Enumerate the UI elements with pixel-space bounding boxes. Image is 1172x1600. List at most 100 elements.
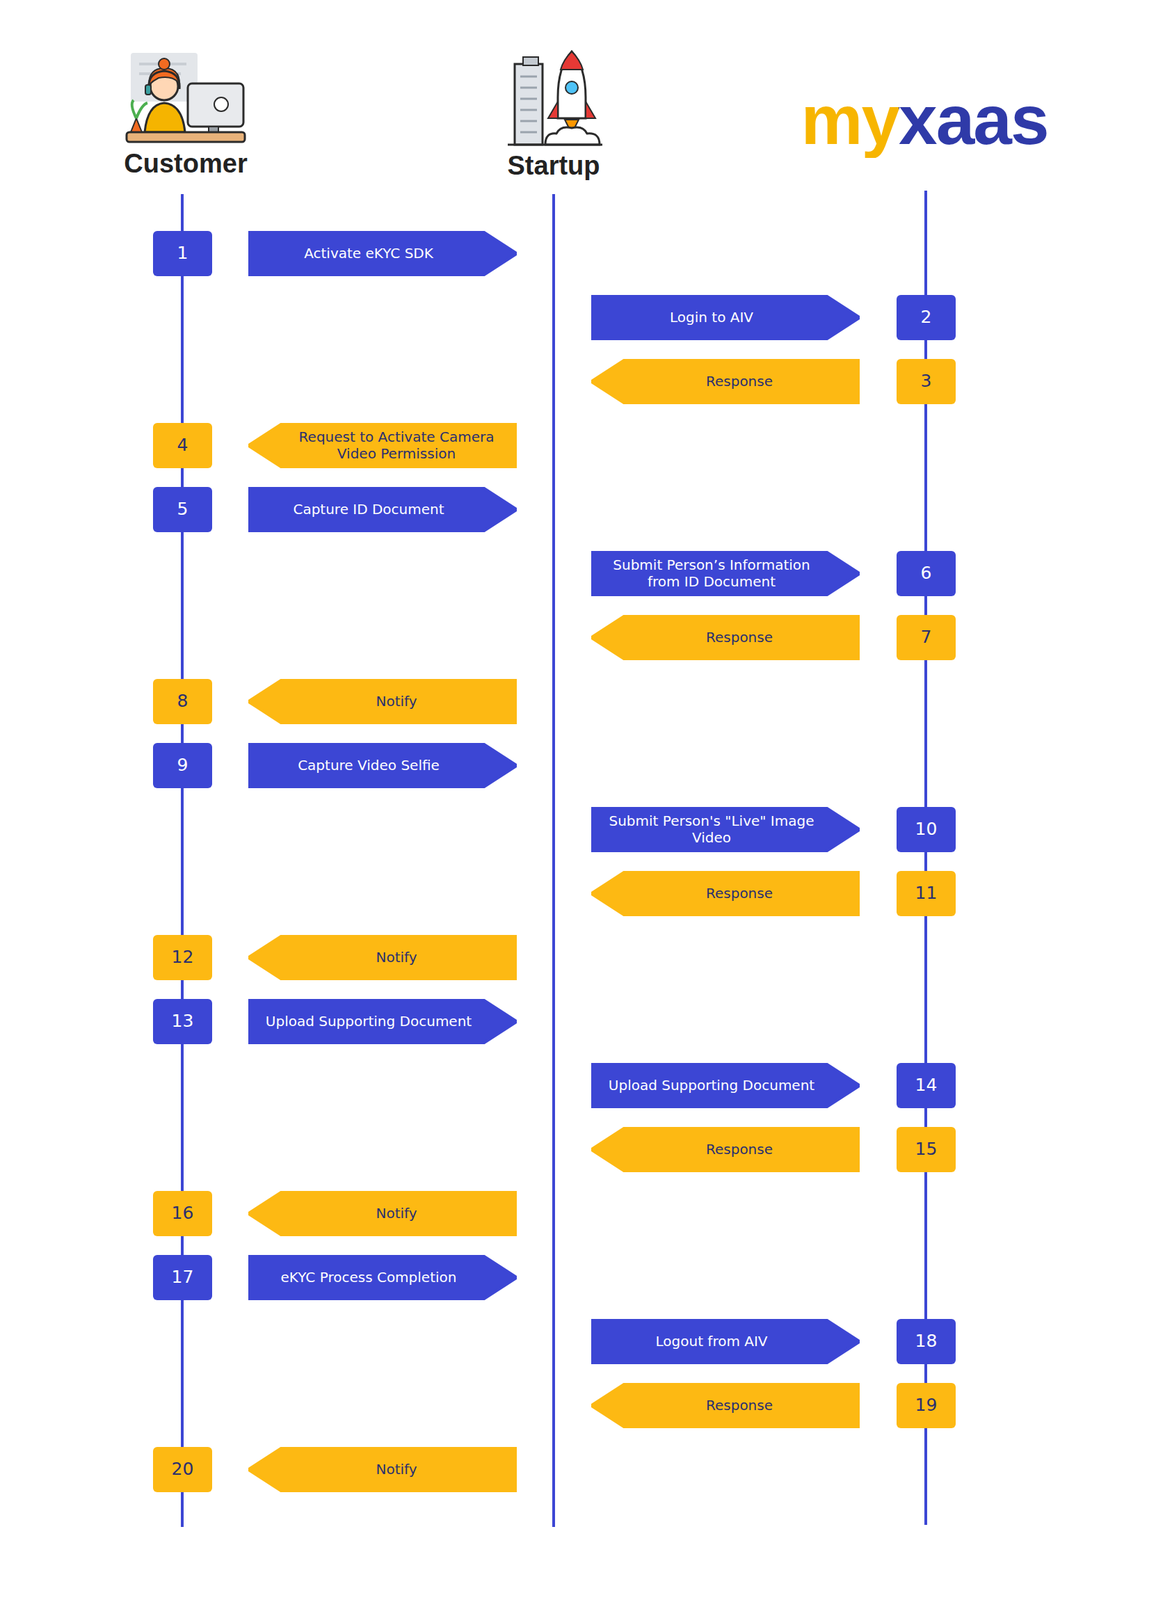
startup-icon: [507, 51, 603, 145]
message-text: Submit Person's "Live" Image Video: [602, 812, 821, 846]
arrow-outline: [248, 934, 517, 981]
step-number: 9: [153, 742, 213, 789]
arrow-outline: [248, 1190, 517, 1236]
step-number: 19: [896, 1382, 956, 1428]
step-number: 5: [153, 486, 213, 533]
step-number-text: 15: [896, 1138, 956, 1160]
participant-name: Customer: [123, 149, 247, 179]
message-text: Request to Activate Camera Video Permiss…: [287, 428, 506, 462]
participant-name: Startup: [507, 151, 601, 181]
step-number: 16: [153, 1190, 213, 1236]
step-number: 15: [896, 1126, 956, 1172]
lifeline: [552, 194, 556, 1527]
message-text: Notify: [287, 692, 506, 710]
step-number-text: 7: [896, 626, 956, 648]
message-text: Response: [630, 1140, 849, 1158]
step-number: 18: [896, 1318, 956, 1364]
step-number-text: 6: [896, 562, 956, 584]
step-number-text: 18: [896, 1330, 956, 1352]
message-arrow: Capture ID Document: [248, 486, 517, 533]
message-arrow: Submit Person’s Information from ID Docu…: [591, 550, 860, 597]
step-number-text: 3: [896, 370, 956, 392]
message-arrow: Notify: [248, 934, 517, 981]
step-number-text: 1: [153, 242, 213, 264]
arrow-outline: [591, 1062, 860, 1109]
message-arrow: Upload Supporting Document: [591, 1062, 860, 1109]
message-text: Notify: [287, 948, 506, 966]
arrow-outline: [248, 1446, 517, 1492]
message-arrow: Activate eKYC SDK: [248, 230, 517, 277]
step-number-text: 10: [896, 818, 956, 840]
message-text: Capture ID Document: [259, 500, 478, 518]
customer-icon: [126, 52, 245, 142]
step-number: 7: [896, 614, 956, 661]
step-number: 10: [896, 806, 956, 853]
arrow-outline: [591, 358, 860, 405]
step-number: 20: [153, 1446, 213, 1492]
step-number-text: 19: [896, 1394, 956, 1416]
arrow-outline: [591, 614, 860, 661]
message-arrow: Response: [591, 1126, 860, 1172]
arrow-outline: [591, 550, 860, 597]
arrow-outline: [591, 870, 860, 917]
arrow-outline: [591, 1382, 860, 1428]
step-number: 17: [153, 1254, 213, 1300]
logo-text: myxaas: [801, 81, 1049, 158]
arrow-outline: [591, 294, 860, 341]
message-text: Capture Video Selfie: [259, 756, 478, 774]
message-text: Notify: [287, 1460, 506, 1478]
message-text: Notify: [287, 1204, 506, 1222]
message-text: Response: [630, 1396, 849, 1414]
step-number: 1: [153, 230, 213, 277]
message-arrow: Notify: [248, 678, 517, 725]
step-number-text: 8: [153, 690, 213, 712]
step-number: 14: [896, 1062, 956, 1109]
message-arrow: Upload Supporting Document: [248, 998, 517, 1045]
message-text: Response: [630, 884, 849, 902]
step-number-text: 5: [153, 498, 213, 520]
arrow-outline: [591, 1126, 860, 1172]
step-number-text: 13: [153, 1010, 213, 1032]
arrow-outline: [248, 486, 517, 533]
step-number: 3: [896, 358, 956, 405]
message-arrow: Response: [591, 1382, 860, 1428]
step-number-text: 17: [153, 1266, 213, 1288]
step-number: 8: [153, 678, 213, 725]
message-text: eKYC Process Completion: [259, 1268, 478, 1286]
message-arrow: Response: [591, 358, 860, 405]
step-number-text: 20: [153, 1458, 213, 1480]
message-text: Submit Person’s Information from ID Docu…: [602, 556, 821, 590]
step-number-text: 16: [153, 1202, 213, 1224]
message-arrow: eKYC Process Completion: [248, 1254, 517, 1300]
arrow-outline: [248, 998, 517, 1045]
message-text: Login to AIV: [602, 308, 821, 326]
message-arrow: Login to AIV: [591, 294, 860, 341]
step-number: 2: [896, 294, 956, 341]
message-text: Upload Supporting Document: [259, 1012, 478, 1030]
step-number: 12: [153, 934, 213, 981]
step-number-text: 4: [153, 434, 213, 456]
step-number-text: 2: [896, 306, 956, 328]
message-text: Logout from AIV: [602, 1332, 821, 1350]
message-text: Response: [630, 628, 849, 646]
arrow-outline: [248, 230, 517, 277]
message-arrow: Response: [591, 614, 860, 661]
step-number: 4: [153, 422, 213, 469]
step-number-text: 11: [896, 882, 956, 904]
message-arrow: Notify: [248, 1446, 517, 1492]
arrow-outline: [591, 806, 860, 853]
step-number-text: 14: [896, 1074, 956, 1096]
message-arrow: Response: [591, 870, 860, 917]
arrow-outline: [248, 742, 517, 789]
lifeline: [180, 194, 184, 1527]
arrow-outline: [591, 1318, 860, 1364]
step-number-text: 9: [153, 754, 213, 776]
arrow-outline: [248, 422, 517, 469]
message-text: Upload Supporting Document: [602, 1076, 821, 1094]
message-arrow: Request to Activate Camera Video Permiss…: [248, 422, 517, 469]
message-arrow: Capture Video Selfie: [248, 742, 517, 789]
step-number: 11: [896, 870, 956, 917]
message-text: Response: [630, 372, 849, 390]
message-arrow: Notify: [248, 1190, 517, 1236]
